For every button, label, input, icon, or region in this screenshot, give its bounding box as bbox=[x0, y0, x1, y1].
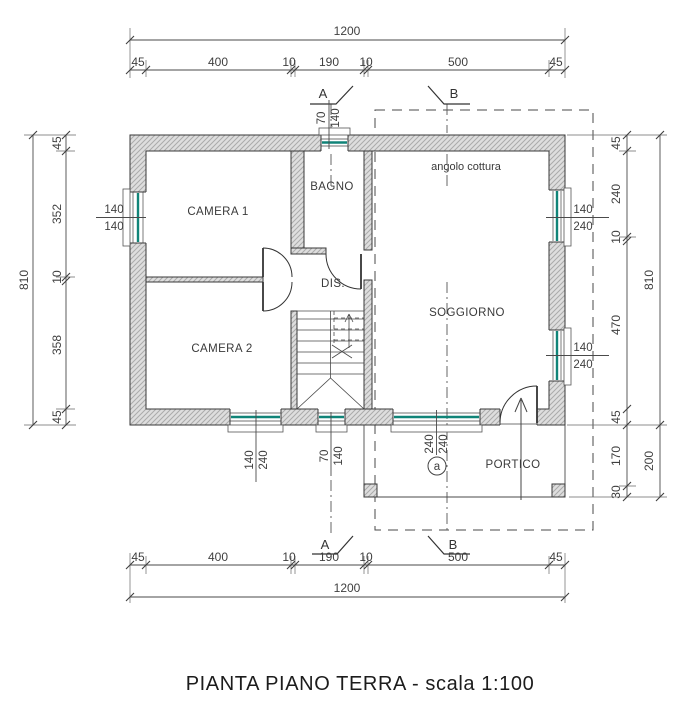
window-right-upper bbox=[552, 187, 572, 247]
door-bagno bbox=[325, 253, 362, 290]
window-bottom-stairs bbox=[315, 412, 348, 433]
window-bottom-stairs-h: 140 bbox=[333, 446, 345, 465]
drawing-title: PIANTA PIANO TERRA - scala 1:100 bbox=[186, 673, 535, 695]
window-bottom-soggiorno-h: 240 bbox=[438, 434, 450, 453]
room-bagno: BAGNO bbox=[310, 181, 354, 193]
dim-left-10: 10 bbox=[50, 270, 64, 284]
dimension-top: 1200 45 400 10 190 10 500 45 bbox=[125, 24, 570, 78]
dim-bot-190: 190 bbox=[319, 550, 339, 564]
dim-bot-10r: 10 bbox=[359, 550, 373, 564]
section-b-bottom-label: B bbox=[449, 537, 458, 552]
stairs bbox=[296, 310, 365, 410]
room-dis: DIS. bbox=[321, 278, 345, 290]
label-window-right-lower: 140 240 bbox=[546, 342, 609, 371]
room-soggiorno: SOGGIORNO bbox=[429, 307, 505, 319]
section-a-bottom-label: A bbox=[321, 537, 330, 552]
dim-left-358: 358 bbox=[50, 335, 64, 355]
dim-top-400: 400 bbox=[208, 55, 228, 69]
window-right-upper-w: 140 bbox=[573, 204, 592, 216]
wall-soggiorno-upper bbox=[363, 150, 373, 251]
room-camera2: CAMERA 2 bbox=[191, 343, 252, 355]
window-bottom-soggiorno-w: 240 bbox=[424, 434, 436, 453]
dim-right-170: 170 bbox=[609, 446, 623, 466]
dim-right-240: 240 bbox=[609, 184, 623, 204]
walls bbox=[128, 134, 566, 426]
label-window-left: 140 140 bbox=[96, 204, 146, 233]
window-top-bagno-w: 70 bbox=[316, 112, 328, 125]
dim-top-10r: 10 bbox=[359, 55, 373, 69]
window-bottom-camera2-h: 240 bbox=[258, 450, 270, 469]
label-window-top-bagno: 70 140 bbox=[316, 100, 342, 149]
wall-soggiorno-lower bbox=[363, 279, 373, 410]
dimension-bottom: 45 400 10 190 10 500 45 1200 bbox=[125, 550, 570, 603]
wall-bagno-bottom bbox=[290, 247, 327, 255]
label-window-right-upper: 140 240 bbox=[546, 204, 609, 233]
window-bottom-camera2-w: 140 bbox=[244, 450, 256, 469]
window-labels: 140 140 70 140 140 240 140 240 140 240 7… bbox=[96, 100, 609, 482]
door-camera1 bbox=[262, 247, 293, 278]
entrance-arrow bbox=[514, 397, 528, 500]
room-portico: PORTICO bbox=[486, 459, 541, 471]
dim-bot-10l: 10 bbox=[282, 550, 296, 564]
dim-left-overall: 810 bbox=[17, 270, 31, 290]
dim-right-10: 10 bbox=[609, 230, 623, 244]
portico-column-right bbox=[551, 483, 566, 498]
door-camera2 bbox=[262, 281, 293, 312]
wall-stairs-left bbox=[290, 310, 298, 410]
section-a-top-label: A bbox=[319, 86, 328, 101]
dim-right-200: 200 bbox=[642, 451, 656, 471]
dimension-right: 45 240 10 470 45 170 30 810 200 bbox=[567, 130, 667, 502]
dim-right-45t: 45 bbox=[609, 136, 623, 150]
doors bbox=[262, 247, 538, 500]
dim-left-45b: 45 bbox=[50, 410, 64, 424]
dim-top-45l: 45 bbox=[131, 55, 145, 69]
window-right-upper-h: 240 bbox=[573, 221, 592, 233]
window-top-bagno bbox=[318, 127, 351, 147]
dim-top-190: 190 bbox=[319, 55, 339, 69]
dim-top-overall: 1200 bbox=[334, 24, 361, 38]
window-bottom-camera2 bbox=[227, 412, 284, 433]
stairs-break-mark bbox=[331, 344, 353, 359]
wall-camera1-bagno bbox=[290, 150, 305, 249]
dim-left-45t: 45 bbox=[50, 136, 64, 150]
label-window-bottom-soggiorno: 240 240 a bbox=[424, 410, 450, 476]
room-camera1: CAMERA 1 bbox=[187, 206, 248, 218]
window-bottom-stairs-w: 70 bbox=[319, 450, 331, 463]
upper-floor-outline bbox=[374, 109, 594, 531]
dim-right-470: 470 bbox=[609, 315, 623, 335]
wall-camera1-camera2 bbox=[145, 276, 264, 283]
dim-right-overall: 810 bbox=[642, 270, 656, 290]
dim-bot-overall: 1200 bbox=[334, 581, 361, 595]
window-left-w: 140 bbox=[104, 204, 123, 216]
portico-column-left bbox=[363, 483, 378, 498]
dim-right-30: 30 bbox=[609, 485, 623, 499]
section-b-top-label: B bbox=[450, 86, 459, 101]
dim-right-45b: 45 bbox=[609, 410, 623, 424]
portico bbox=[363, 425, 566, 498]
room-angolo-cottura: angolo cottura bbox=[431, 161, 502, 173]
label-window-bottom-stairs: 70 140 bbox=[319, 412, 345, 476]
dim-bot-45l: 45 bbox=[131, 550, 145, 564]
window-left-h: 140 bbox=[104, 221, 123, 233]
door-entrance bbox=[499, 385, 538, 425]
stairs-up-arrow bbox=[344, 313, 354, 348]
dimension-left: 810 45 352 10 358 45 bbox=[17, 130, 76, 430]
window-top-bagno-h: 140 bbox=[330, 108, 342, 127]
dim-top-500: 500 bbox=[448, 55, 468, 69]
label-window-bottom-camera2: 140 240 bbox=[244, 410, 270, 482]
detail-marker-letter: a bbox=[434, 461, 441, 473]
window-right-lower-h: 240 bbox=[573, 359, 592, 371]
window-right-lower-w: 140 bbox=[573, 342, 592, 354]
dim-bot-400: 400 bbox=[208, 550, 228, 564]
dim-bot-45r: 45 bbox=[549, 550, 563, 564]
section-markers: A B A B bbox=[310, 85, 470, 555]
dim-top-10l: 10 bbox=[282, 55, 296, 69]
dim-left-352: 352 bbox=[50, 204, 64, 224]
dim-top-45r: 45 bbox=[549, 55, 563, 69]
dim-bot-500: 500 bbox=[448, 550, 468, 564]
room-labels: CAMERA 1 CAMERA 2 BAGNO DIS. SOGGIORNO a… bbox=[187, 161, 540, 471]
detail-marker-circle bbox=[427, 456, 447, 476]
